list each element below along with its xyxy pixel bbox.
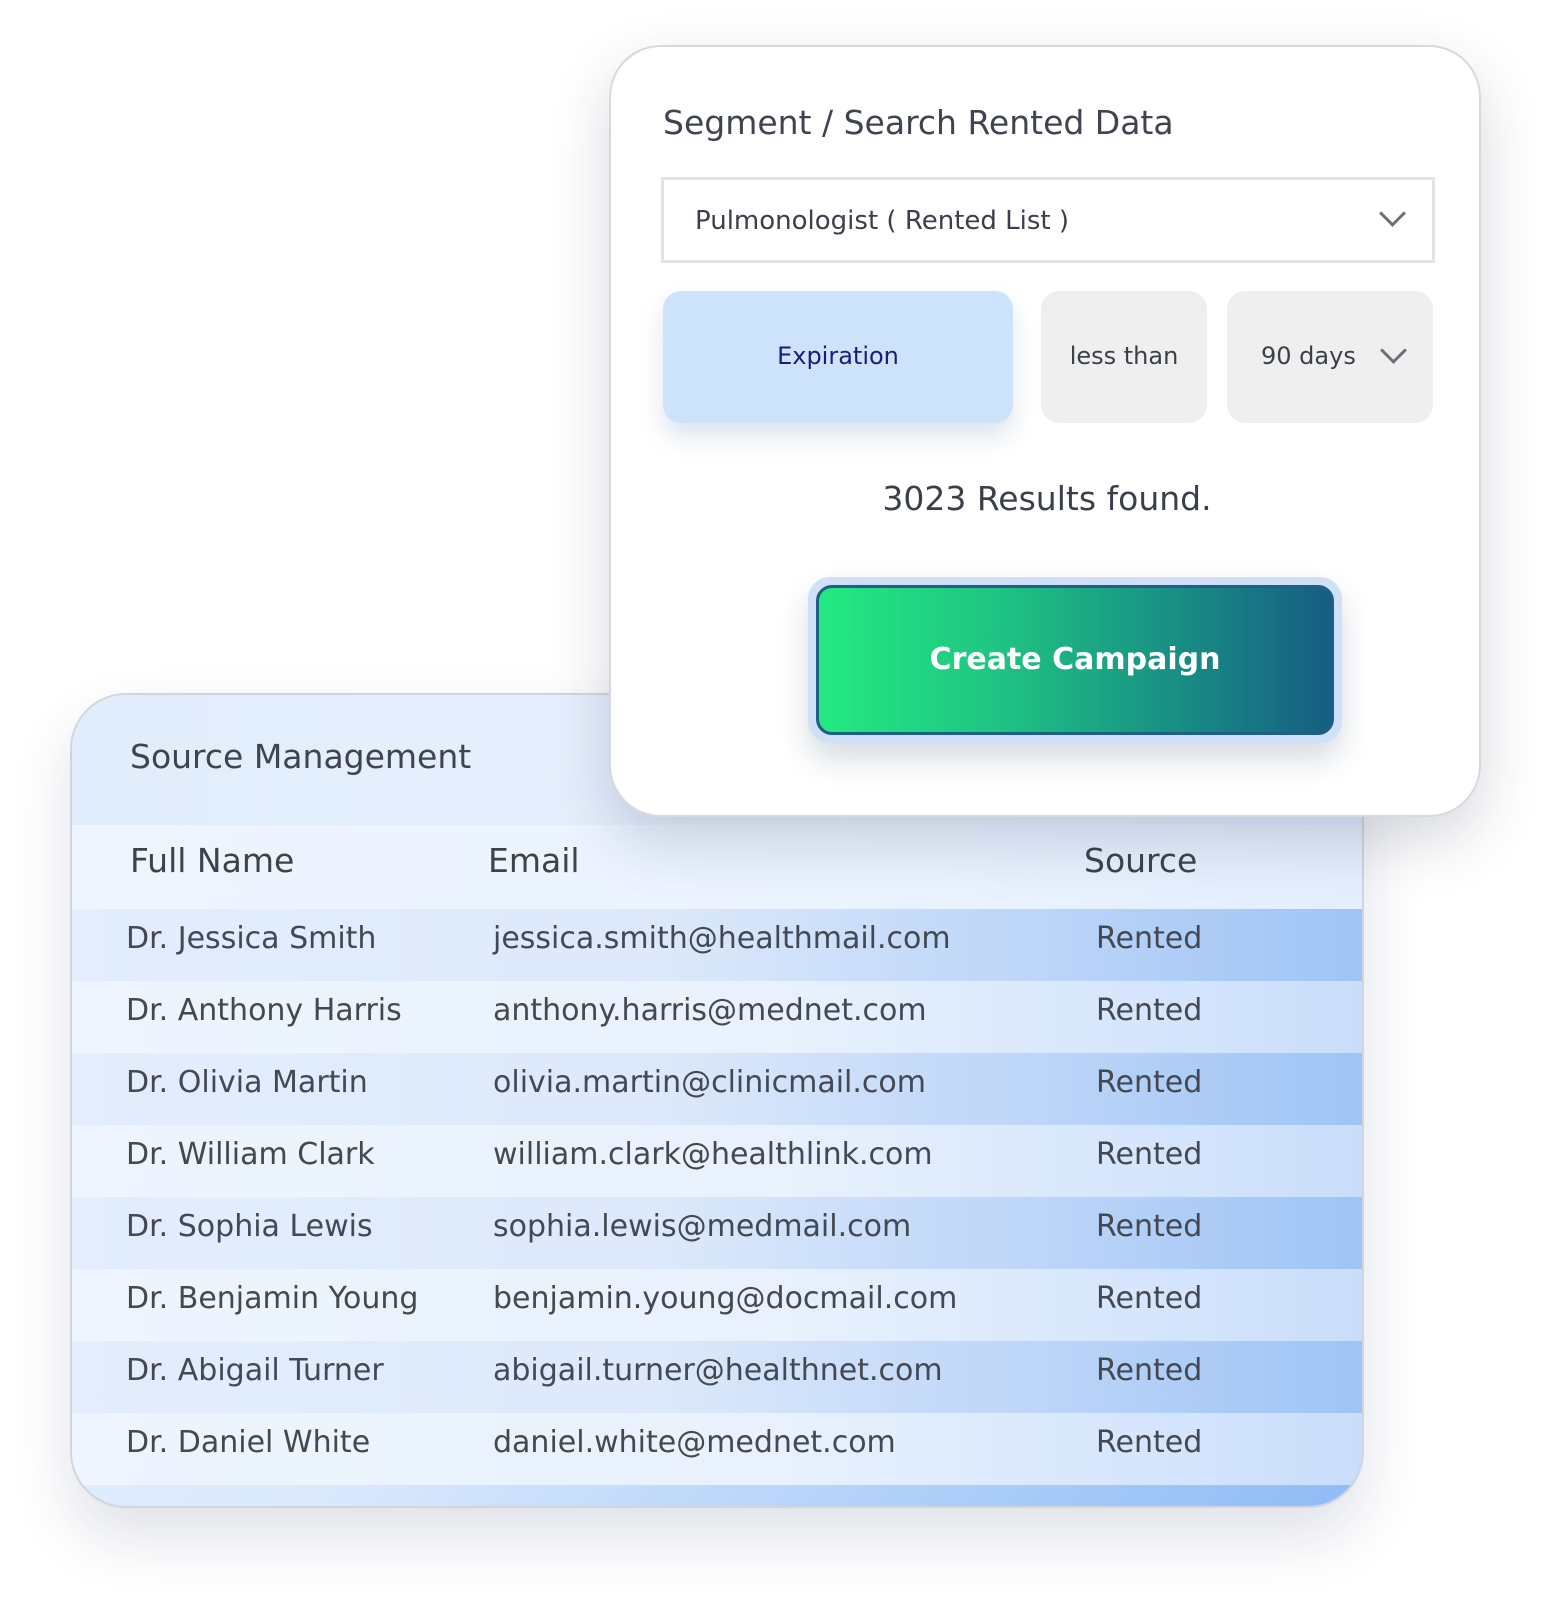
source-management-title: Source Management [130,737,472,776]
column-header-full-name[interactable]: Full Name [130,841,295,880]
results-count: 3023 Results found. [882,479,1212,518]
table-row[interactable]: Dr. William Clark william.clark@healthlin… [72,1125,1362,1197]
cell-email: sophia.lewis@medmail.com [493,1209,912,1244]
column-header-source[interactable]: Source [1084,841,1198,880]
cell-full-name: Dr. Daniel White [126,1425,371,1460]
source-management-card: Source Management Full Name Email Source… [70,693,1364,1508]
segment-search-title: Segment / Search Rented Data [663,103,1174,142]
cell-email: abigail.turner@healthnet.com [493,1353,943,1388]
table-row[interactable]: Dr. Anthony Harris anthony.harris@mednet.… [72,981,1362,1053]
cell-full-name: Dr. Olivia Martin [126,1065,368,1100]
table-row[interactable]: Dr. Jessica Smith jessica.smith@healthmai… [72,909,1362,981]
rented-list-select-value: Pulmonologist ( Rented List ) [695,206,1070,236]
cell-email: jessica.smith@healthmail.com [493,921,951,956]
filter-value-label: 90 days [1261,342,1356,370]
table-row[interactable]: Dr. Abigail Turner abigail.turner@healthn… [72,1341,1362,1413]
filter-operator-button[interactable]: less than [1041,291,1207,423]
rented-list-select[interactable]: Pulmonologist ( Rented List ) [661,177,1435,263]
table-body: Dr. Jessica Smith jessica.smith@healthmai… [72,909,1362,1485]
segment-search-card: Segment / Search Rented Data Pulmonologi… [609,45,1481,817]
cell-source: Rented [1096,1209,1203,1244]
cell-email: anthony.harris@mednet.com [493,993,927,1028]
cell-full-name: Dr. Anthony Harris [126,993,402,1028]
filter-operator-label: less than [1069,342,1179,370]
cell-email: william.clark@healthlink.com [493,1137,933,1172]
cell-source: Rented [1096,921,1203,956]
cell-source: Rented [1096,1065,1203,1100]
cell-full-name: Dr. Benjamin Young [126,1281,419,1316]
chevron-down-icon [1380,337,1407,364]
table-header: Full Name Email Source [72,825,1362,909]
filter-field-button[interactable]: Expiration [663,291,1013,423]
table-row[interactable]: Dr. Daniel White daniel.white@mednet.com R… [72,1413,1362,1485]
cell-source: Rented [1096,993,1203,1028]
filter-value-dropdown[interactable]: 90 days [1227,291,1433,423]
cell-email: benjamin.young@docmail.com [493,1281,958,1316]
cell-source: Rented [1096,1137,1203,1172]
cell-source: Rented [1096,1281,1203,1316]
cell-full-name: Dr. Jessica Smith [126,921,377,956]
cell-full-name: Dr. Abigail Turner [126,1353,384,1388]
column-header-email[interactable]: Email [488,841,580,880]
cell-source: Rented [1096,1353,1203,1388]
table-row[interactable]: Dr. Olivia Martin olivia.martin@clinicmai… [72,1053,1362,1125]
cell-email: daniel.white@mednet.com [493,1425,896,1460]
cell-email: olivia.martin@clinicmail.com [493,1065,926,1100]
chevron-down-icon [1379,200,1406,227]
create-campaign-button-frame: Create Campaign [808,577,1342,743]
cell-full-name: Dr. William Clark [126,1137,375,1172]
cell-source: Rented [1096,1425,1203,1460]
table-row[interactable]: Dr. Sophia Lewis sophia.lewis@medmail.com… [72,1197,1362,1269]
filter-field-label: Expiration [777,342,899,370]
cell-full-name: Dr. Sophia Lewis [126,1209,373,1244]
create-campaign-button[interactable]: Create Campaign [816,585,1334,735]
table-row[interactable]: Dr. Benjamin Young benjamin.young@docmail… [72,1269,1362,1341]
